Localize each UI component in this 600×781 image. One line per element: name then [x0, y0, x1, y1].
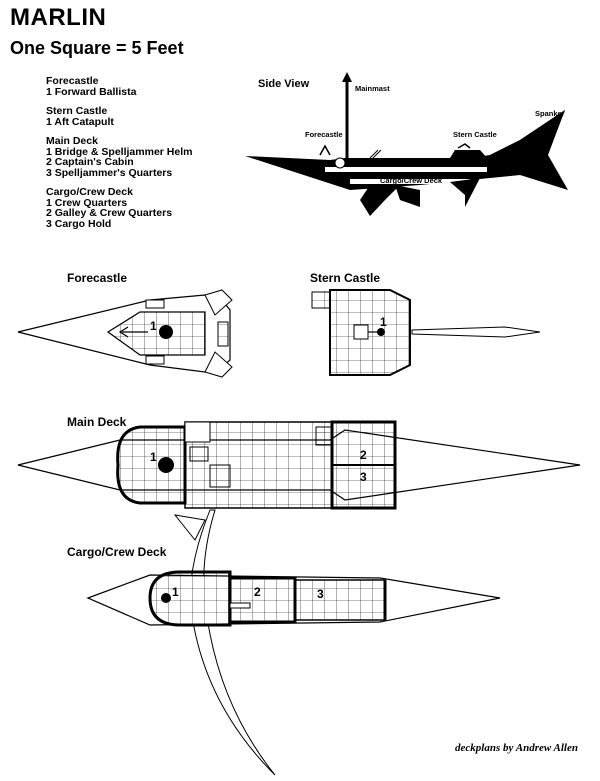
forecastle-marker-1: 1	[150, 319, 157, 333]
catapult-base	[353, 324, 369, 340]
main-deck-marker-1: 1	[150, 450, 157, 464]
legend-main-deck: Main Deck 1 Bridge & Spelljammer Helm 2 …	[46, 136, 192, 178]
mast-top-icon	[342, 72, 352, 82]
legend-item: 1 Aft Catapult	[46, 115, 114, 128]
label-spanker: Spanker	[535, 109, 565, 118]
scale-note: One Square = 5 Feet	[10, 38, 184, 58]
bridge-room	[116, 425, 187, 505]
forecastle-deck-grid	[106, 311, 206, 356]
main-deck-marker-3: 3	[360, 470, 367, 484]
rear-fin	[450, 178, 480, 207]
galley-room	[228, 576, 297, 624]
stern-castle-block	[450, 150, 487, 158]
main-deck-marker-2: 2	[360, 448, 367, 462]
label-main-deck: Main Deck	[390, 158, 428, 167]
cargo-deck-marker-1: 1	[172, 585, 179, 599]
legend-item: 2 Captain's Cabin	[46, 156, 134, 168]
spanker-fin	[490, 110, 565, 155]
helm-icon	[158, 457, 174, 473]
rail-block	[145, 299, 165, 309]
rail-block	[145, 355, 165, 365]
porthole-icon	[334, 157, 346, 169]
room-legend: Forecastle 1 Forward Ballista Stern Cast…	[46, 76, 192, 238]
ballista-mount-icon	[159, 325, 173, 339]
main-deck-plan-title: Main Deck	[67, 415, 127, 429]
crew-quarters-room	[148, 570, 232, 627]
legend-heading: Cargo/Crew Deck	[46, 186, 133, 198]
stairs-icon	[315, 426, 333, 446]
forecastle-plan: 1	[17, 289, 233, 378]
stairs-icon	[209, 464, 231, 488]
label-stern-castle: Stern Castle	[453, 130, 497, 139]
ventral-fin-small	[395, 185, 420, 207]
credit-line: deckplans by Andrew Allen	[455, 742, 578, 754]
ventral-fin	[360, 185, 400, 216]
stairs-icon	[189, 446, 209, 462]
legend-cargo-deck: Cargo/Crew Deck 1 Crew Quarters 2 Galley…	[46, 187, 192, 229]
legend-stern-castle: Stern Castle 1 Aft Catapult	[46, 106, 192, 127]
ballista-icon	[319, 144, 331, 156]
cargo-deck-marker-3: 3	[317, 587, 324, 601]
cargo-deck-marker-2: 2	[254, 585, 261, 599]
main-deck-plan: 1 2 3	[17, 420, 581, 541]
legend-heading: Main Deck	[46, 135, 98, 147]
catapult-icon	[457, 143, 471, 149]
side-fin	[204, 289, 233, 316]
stairs-icon	[311, 291, 331, 309]
stern-castle-marker-1: 1	[380, 315, 387, 329]
cargo-deck-plan: 1 2 3	[86, 509, 501, 776]
legend-heading: Forecastle	[46, 75, 99, 87]
legend-item: 3 Cargo Hold	[46, 217, 112, 230]
cargo-deck-plan-title: Cargo/Crew Deck	[67, 545, 167, 559]
side-fin-long	[189, 509, 276, 776]
legend-item: 1 Bridge & Spelljammer Helm	[46, 145, 193, 158]
cargo-hold-room	[294, 579, 386, 621]
label-mainmast: Mainmast	[355, 84, 390, 93]
stern-castle-plan: 1	[311, 289, 541, 376]
legend-item: 1 Forward Ballista	[46, 85, 137, 98]
helm-shaft-icon	[161, 593, 171, 603]
legend-item: 3 Spelljammer's Quarters	[46, 166, 173, 179]
side-fin	[204, 351, 233, 378]
side-view-title: Side View	[258, 78, 310, 90]
legend-item: 2 Galley & Crew Quarters	[46, 207, 173, 219]
stern-castle-plan-title: Stern Castle	[310, 271, 381, 285]
label-forecastle: Forecastle	[305, 130, 343, 139]
page-title: MARLIN	[10, 4, 107, 31]
legend-item: 1 Crew Quarters	[46, 196, 128, 209]
main-deck-band	[325, 167, 487, 172]
side-view	[245, 72, 568, 216]
label-cargo-crew-deck: Cargo/Crew Deck	[380, 176, 443, 185]
legend-forecastle: Forecastle 1 Forward Ballista	[46, 76, 192, 97]
wing-connector	[173, 514, 206, 541]
stairs-icon	[217, 321, 229, 347]
spanker-boom	[411, 326, 541, 338]
forecastle-plan-title: Forecastle	[67, 271, 128, 285]
legend-heading: Stern Castle	[46, 105, 108, 117]
cargo-deck-band	[350, 179, 470, 184]
